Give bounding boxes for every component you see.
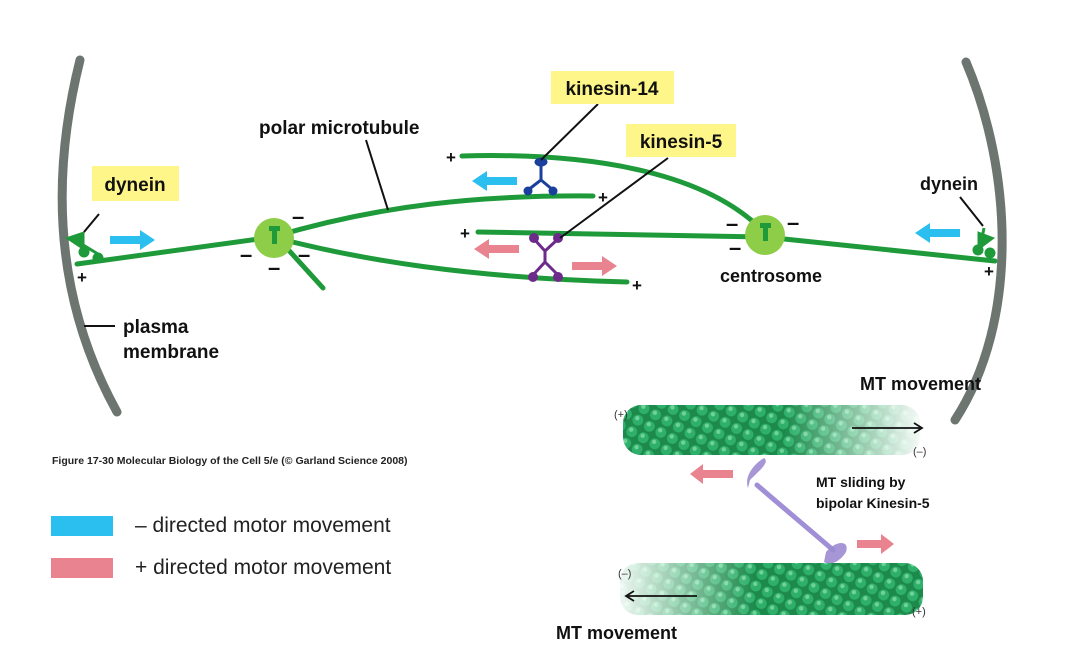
legend-swatch-minus [51, 516, 113, 536]
legend-swatch-plus [51, 558, 113, 578]
minus-sign: – [292, 204, 304, 229]
arrow-kinesin14-minus [472, 171, 517, 191]
dynein-right-label: dynein [920, 174, 978, 194]
kinesin-14-label: kinesin-14 [566, 79, 659, 100]
microtubule-down-left [281, 242, 326, 291]
dynein-motor-right [959, 196, 996, 259]
kinesin-5-highlight [626, 124, 736, 157]
plasma-membrane-label-line1: plasma [123, 317, 189, 338]
mt-movement-bottom-label: MT movement [556, 623, 677, 643]
kinesin-14-motor [523, 157, 558, 196]
plus-end-top-label: (+) [614, 409, 628, 421]
minus-sign: – [268, 255, 280, 280]
plus-sign: + [77, 268, 87, 287]
dynein-motor-left [64, 213, 104, 264]
plus-end-bottom-label: (+) [912, 606, 926, 618]
astral-microtubule-right [762, 234, 998, 264]
minus-sign: – [729, 235, 741, 260]
leader-lines [84, 103, 669, 327]
legend-item-plus: + directed motor movement [51, 556, 391, 580]
plasma-membrane-label-line2: membrane [123, 342, 219, 363]
polar-microtubule-mid-right [475, 229, 768, 240]
minus-end-top-label: (–) [913, 446, 926, 458]
dynein-left-label: dynein [104, 175, 165, 196]
legend-item-minus: – directed motor movement [51, 514, 391, 538]
minus-sign: – [726, 211, 738, 236]
minus-sign: – [787, 210, 799, 235]
plus-sign: + [632, 276, 642, 295]
sliding-label-line1: MT sliding by [816, 474, 906, 490]
minus-sign: – [298, 242, 310, 267]
polar-microtubule-top-right [459, 153, 768, 236]
astral-microtubule-left [74, 234, 276, 267]
minus-sign: – [240, 242, 252, 267]
legend-label-plus: + directed motor movement [135, 556, 392, 579]
centrosome-left [254, 218, 294, 258]
arrow-sliding-left-plus [690, 464, 733, 484]
arrow-sliding-right-plus [857, 534, 894, 554]
microtubules [74, 153, 998, 291]
plus-sign: + [984, 262, 994, 281]
arrow-kinesin5-left-plus [474, 239, 519, 259]
kinesin-5-stalk [754, 482, 836, 553]
microtubule-bottom-lattice [620, 563, 923, 615]
centrosome-right [745, 215, 785, 255]
arrow-dynein-left-minus [110, 230, 155, 250]
kinesin-5-leader [559, 157, 669, 239]
kinesin-5-head-top [747, 458, 766, 488]
plasma-membrane-left [57, 55, 122, 417]
kinesin-14-leader [540, 103, 599, 161]
legend-label-minus: – directed motor movement [135, 514, 391, 537]
polar-microtubule-label: polar microtubule [259, 118, 419, 139]
dynein-left-highlight [92, 166, 179, 201]
motor-arrows [110, 171, 960, 276]
polar-microtubule-leader [365, 139, 389, 211]
centrosome-label: centrosome [720, 266, 822, 286]
kinesin-14-highlight [551, 71, 674, 104]
kinesin-5-head-bottom [824, 543, 847, 564]
arrow-kinesin5-right-plus [572, 256, 617, 276]
kinesin-5-label: kinesin-5 [640, 132, 723, 153]
sliding-label-line2: bipolar Kinesin-5 [816, 495, 930, 511]
arrow-dynein-right-minus [915, 223, 960, 243]
polarity-symbols: + + + + + + – – – – – – – [77, 148, 994, 295]
plasma-membrane-right [950, 57, 1007, 425]
plus-sign: + [460, 224, 470, 243]
polar-microtubule-upper-left [270, 193, 596, 240]
figure-caption: Figure 17-30 Molecular Biology of the Ce… [52, 455, 408, 467]
plus-sign: + [446, 148, 456, 167]
microtubule-top-lattice [623, 405, 920, 455]
polar-microtubule-lower-left [270, 234, 630, 285]
mt-movement-top-label: MT movement [860, 374, 981, 394]
kinesin-5-motor [528, 233, 563, 282]
plus-sign: + [598, 188, 608, 207]
mt-sliding-inset: MT movement (+) (–) MT sliding by bipola… [556, 374, 981, 643]
minus-end-bottom-label: (–) [618, 568, 631, 580]
